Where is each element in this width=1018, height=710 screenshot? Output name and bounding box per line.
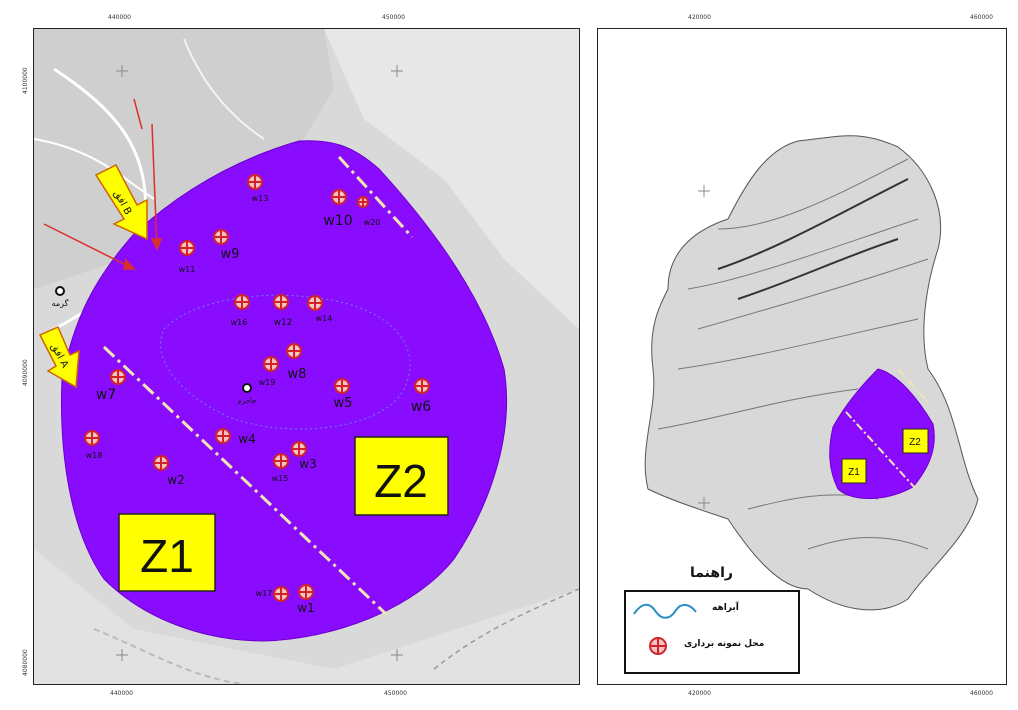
sample-label-w16: w16 (231, 318, 248, 327)
legend-stream-label: آبراهه (712, 603, 739, 613)
zone-z2-label: Z2 (374, 455, 428, 507)
sample-symbol-icon (649, 637, 667, 655)
sample-marker-w7: w7 (96, 369, 126, 403)
zone-z2-box (354, 436, 449, 516)
sample-marker-w17: w17 (256, 586, 289, 602)
sample-label-w11: w11 (179, 265, 196, 274)
sample-marker-w11: w11 (179, 240, 196, 274)
town-label-jajarm: جاجرم (238, 397, 257, 405)
legend-sample-label: محل نمونه برداری (684, 639, 765, 649)
overview-map-canvas: Z1 Z2 (644, 135, 979, 611)
left-tick: 4090000 (22, 359, 29, 386)
left-tick: 4100000 (22, 67, 29, 94)
sample-points: w1 w17 w2 w3 w15 w4 w18 w7 w19 w8 w5 w6 w16 w12 w14 w11… (84, 174, 431, 615)
town-marker-jajarm (242, 383, 252, 393)
flow-arrows (43, 98, 163, 270)
sample-label-w10: w10 (323, 213, 352, 229)
region-outline (644, 135, 979, 611)
sample-marker-w2: w2 (153, 455, 185, 487)
sample-marker-w9: w9 (213, 229, 240, 262)
bottom-tick: 420000 (688, 690, 711, 697)
top-tick: 460000 (970, 14, 993, 21)
bottom-tick: 450000 (384, 690, 407, 697)
detail-map-canvas: افق B افق A گرمه جاجرم w1w17w2w3w15w4w18… (34, 29, 579, 684)
zone-z1-box (841, 458, 867, 484)
sample-marker-w10: w10 (323, 189, 353, 229)
town-marker-garmeh (55, 286, 65, 296)
sample-label-w17: w17 (256, 589, 273, 598)
contour-line (160, 294, 411, 430)
legend-box: آبراهه محل نمونه برداری (624, 590, 800, 674)
fault-lines (717, 178, 909, 300)
top-tick: 450000 (382, 14, 405, 21)
sample-label-w6: w6 (411, 399, 431, 415)
horizon-arrow-a: افق A (38, 326, 80, 389)
zone-z1-label: Z1 (848, 467, 860, 478)
grid-crosses (698, 185, 710, 509)
legend-title: راهنما (690, 565, 733, 581)
road-line (93, 628, 245, 684)
sample-label-w3: w3 (299, 457, 316, 471)
sample-marker-w3: w3 (291, 441, 317, 471)
geology-unit (324, 29, 579, 329)
left-tick: 4080000 (22, 649, 29, 676)
bottom-tick: 440000 (110, 690, 133, 697)
sample-label-w2: w2 (167, 473, 184, 487)
sample-marker-w12: w12 (273, 294, 293, 328)
sample-marker-w1: w1 (297, 584, 315, 615)
legend-row-sample: محل نمونه برداری (626, 634, 798, 664)
zone-boundary-line (102, 345, 388, 616)
geology-unit (34, 29, 334, 289)
sample-marker-w20: w20 (357, 196, 381, 227)
sample-label-w4: w4 (238, 432, 255, 446)
sample-label-w5: w5 (334, 396, 353, 411)
bottom-tick: 460000 (970, 690, 993, 697)
sample-marker-w4: w4 (215, 428, 256, 446)
town-label-garmeh: گرمه (52, 298, 69, 308)
sample-label-w7: w7 (96, 387, 116, 403)
sample-marker-w8: w8 (286, 343, 307, 382)
sample-marker-w13: w13 (247, 174, 269, 203)
sample-label-w8: w8 (288, 367, 307, 382)
legend-row-stream: آبراهه (626, 598, 798, 628)
zone-z1-box (118, 513, 216, 592)
sample-label-w1: w1 (297, 601, 314, 615)
sample-label-w13: w13 (252, 194, 269, 203)
sample-label-w14: w14 (316, 314, 333, 323)
sample-marker-w14: w14 (307, 295, 333, 323)
sample-label-w15: w15 (272, 474, 289, 483)
zone-boundary-line (337, 155, 414, 239)
top-tick: 440000 (108, 14, 131, 21)
zone-boundary-line (897, 368, 929, 403)
sample-label-w20: w20 (364, 218, 381, 227)
zone-boundary-line (845, 411, 917, 490)
stream-symbol-icon (633, 603, 697, 619)
top-tick: 420000 (688, 14, 711, 21)
overview-map: Z1 Z2 (597, 28, 1007, 685)
sample-marker-w19: w19 (259, 356, 279, 387)
sample-marker-w6: w6 (411, 378, 431, 415)
drainage-line (34, 138, 155, 200)
zone-z2-label: Z2 (909, 437, 921, 448)
grid-crosses (116, 65, 403, 661)
sample-marker-w15: w15 (272, 453, 289, 483)
sample-label-w19: w19 (259, 378, 276, 387)
sample-label-w12: w12 (274, 318, 293, 328)
sample-label-w9: w9 (221, 247, 240, 262)
sample-marker-w18: w18 (84, 430, 103, 460)
sample-marker-w16: w16 (231, 294, 250, 327)
sample-marker-w5: w5 (334, 378, 353, 411)
road-line (433, 588, 579, 670)
sample-label-w18: w18 (86, 451, 103, 460)
geology-unit (34, 549, 579, 684)
zone-z1-label: Z1 (140, 530, 194, 582)
zone-z2-box (902, 428, 929, 454)
drainage-line (183, 38, 265, 140)
